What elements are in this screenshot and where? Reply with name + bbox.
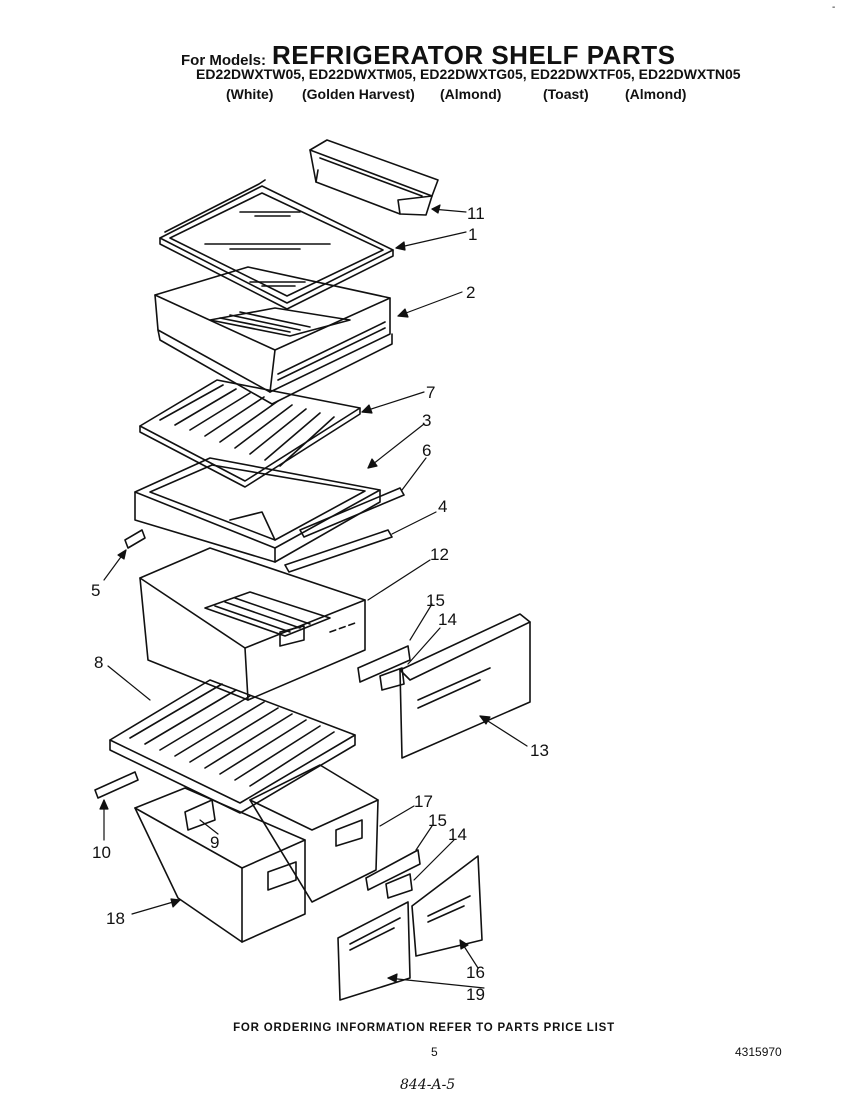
callout-8: 8 [94,653,103,672]
part-crisper-cover-frame [134,457,381,563]
leader-lines [99,204,528,989]
callout-2: 2 [466,283,475,302]
part-lower-crisper-cover [109,679,356,814]
callout-16: 16 [466,963,485,982]
callout-19: 19 [466,985,485,1004]
callout-1: 1 [468,225,477,244]
callout-4: 4 [438,497,447,516]
callout-7: 7 [426,383,435,402]
callout-5: 5 [91,581,100,600]
callout-17: 17 [414,792,433,811]
part-crisper-cover-insert [139,379,361,488]
for-models-label: For Models: [181,52,266,69]
callout-13: 13 [530,741,549,760]
finish-toast: (Toast) [543,86,589,102]
callout-14-lower: 14 [448,825,467,844]
finish-white: (White) [226,86,274,102]
part-lower-drawer-fronts [337,855,483,1001]
callout-12: 12 [430,545,449,564]
callout-11: 11 [467,204,485,223]
callout-9: 9 [210,833,219,852]
part-left-lower-drawer [134,787,306,943]
callout-15: 15 [426,591,445,610]
finish-almond-1: (Almond) [440,86,502,102]
document-number: 4315970 [735,1045,782,1059]
callout-10: 10 [92,843,111,862]
callout-labels: 11 1 2 7 3 6 4 5 12 15 14 8 13 17 15 14 … [91,204,549,1004]
part-glass-shelf [159,179,394,310]
part-crisper-front [399,613,531,759]
handwritten-note: 844-A-5 [400,1077,456,1093]
finish-golden-harvest: (Golden Harvest) [302,86,415,102]
corner-mark: - [832,2,836,13]
finish-almond-2: (Almond) [625,86,687,102]
part-crisper-pan [139,547,366,701]
callout-18: 18 [106,909,125,928]
page-number: 5 [431,1045,438,1059]
callout-14: 14 [438,610,457,629]
page-title: REFRIGERATOR SHELF PARTS [272,40,676,70]
part-lower-rails [94,771,216,831]
part-drawer-hardware-upper [357,645,411,691]
callout-6: 6 [422,441,431,460]
callout-15-lower: 15 [428,811,447,830]
part-door-bin [309,139,439,216]
part-right-lower-drawer [249,764,379,903]
part-deli-drawer [154,266,393,405]
ordering-note: FOR ORDERING INFORMATION REFER TO PARTS … [233,1022,615,1034]
part-drawer-hardware-lower [365,849,421,899]
model-numbers: ED22DWXTW05, ED22DWXTM05, ED22DWXTG05, E… [196,66,741,82]
part-slide-rails [124,487,405,573]
callout-3: 3 [422,411,431,430]
